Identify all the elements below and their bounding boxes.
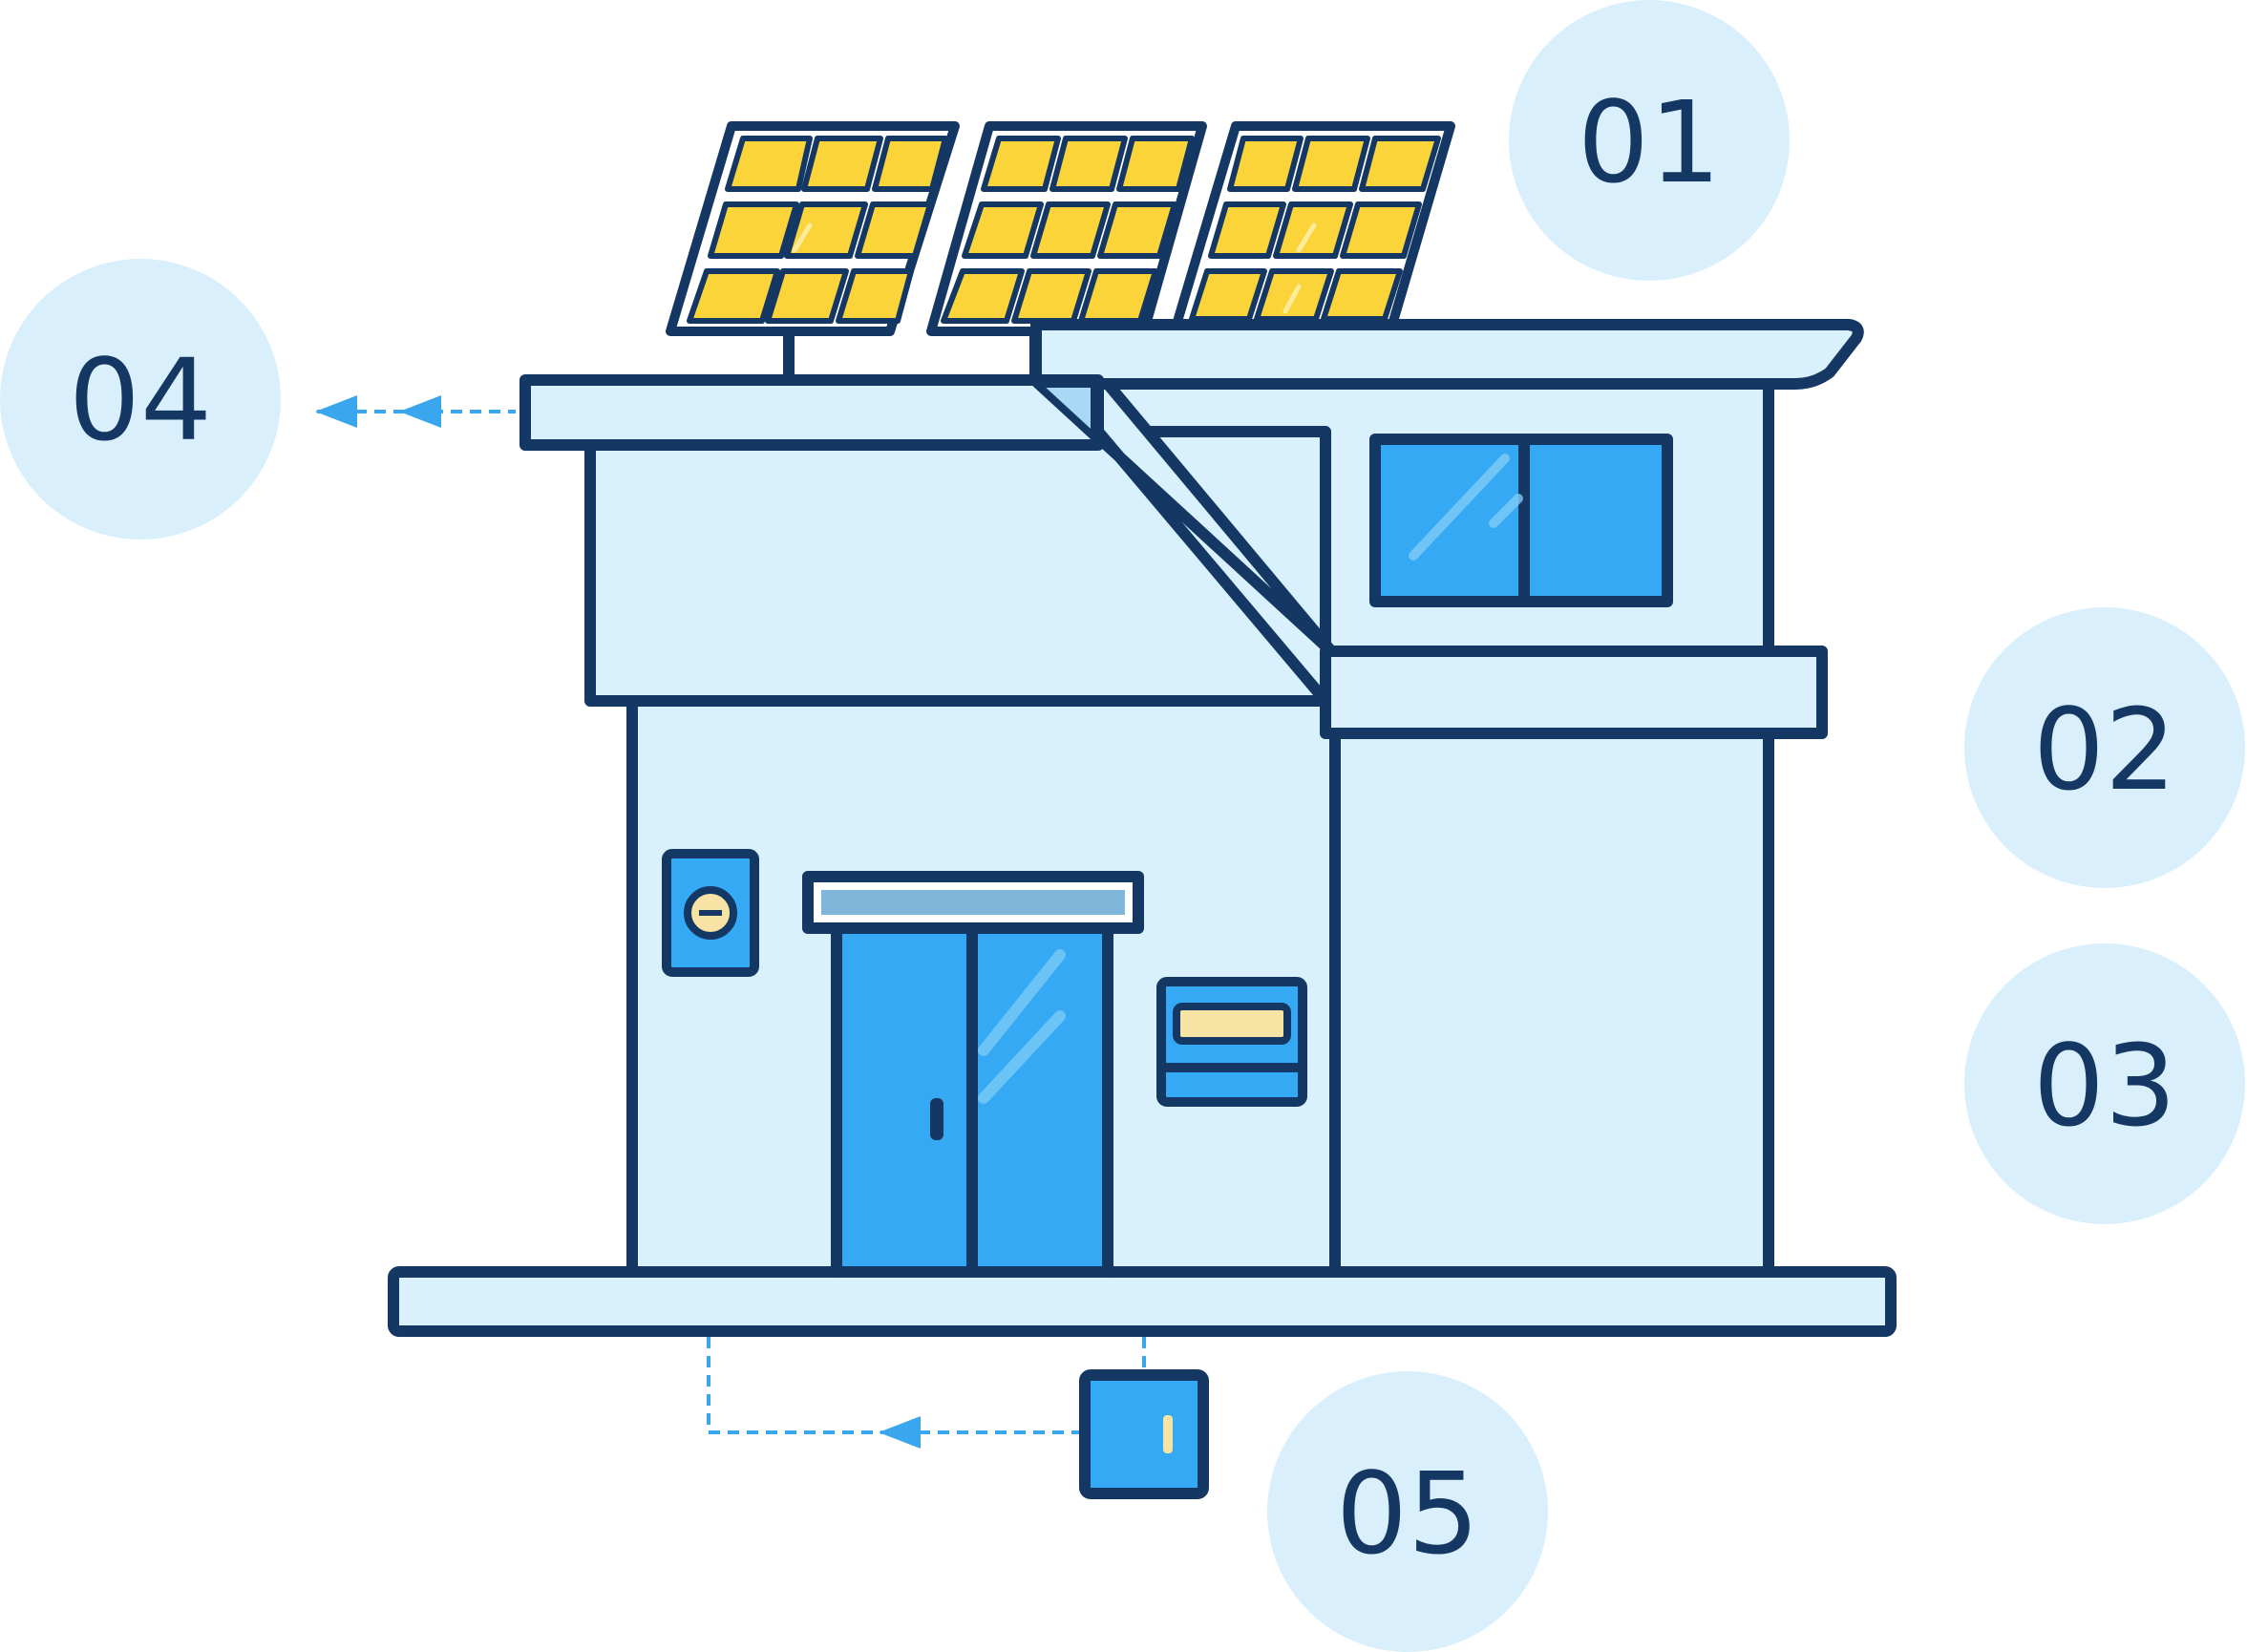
middle-ledge bbox=[1320, 646, 1828, 739]
door-handle bbox=[930, 1098, 943, 1140]
base-slab bbox=[388, 1266, 1897, 1337]
electric-meter-icon bbox=[662, 849, 759, 977]
label-circle-02: 02 bbox=[1964, 607, 2245, 888]
label-05-text: 05 bbox=[1336, 1448, 1479, 1579]
label-03-text: 03 bbox=[2033, 1020, 2176, 1152]
upper-window bbox=[1369, 434, 1673, 607]
left-roof-slab bbox=[519, 374, 1104, 451]
arrow-left-icon bbox=[315, 395, 921, 1449]
label-02-text: 02 bbox=[2033, 684, 2176, 815]
inverter-icon bbox=[1156, 977, 1307, 1107]
label-circle-03: 03 bbox=[1964, 943, 2245, 1224]
battery-box-icon bbox=[1079, 1369, 1209, 1499]
label-01-text: 01 bbox=[1578, 76, 1721, 208]
right-roof-slab bbox=[1030, 319, 1864, 390]
solar-panel-icon bbox=[666, 121, 1455, 377]
house bbox=[388, 319, 1897, 1337]
ground-floor-right-wall bbox=[1329, 728, 1774, 1293]
label-04-text: 04 bbox=[69, 334, 212, 466]
glass-door bbox=[831, 922, 1113, 1278]
label-circle-05: 05 bbox=[1267, 1371, 1548, 1652]
label-circle-04: 04 bbox=[0, 259, 281, 540]
label-circle-01: 01 bbox=[1509, 0, 1790, 281]
